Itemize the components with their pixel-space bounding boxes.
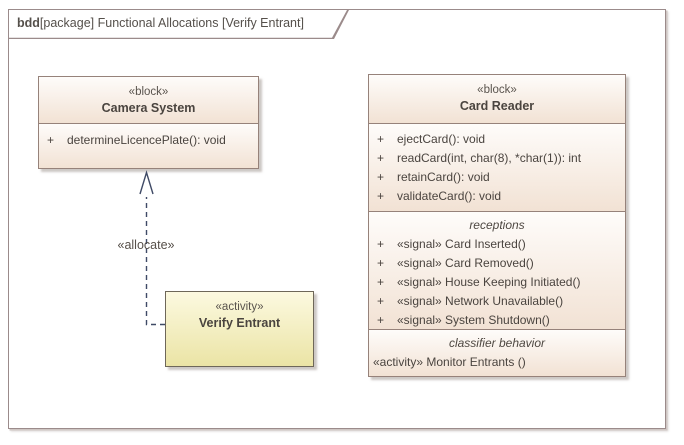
operation-row: + validateCard(): void [369,187,625,206]
operation-signature: retainCard(): void [397,170,490,184]
visibility-marker: + [377,237,385,251]
operation-signature: determineLicencePlate(): void [67,133,226,147]
operation-signature: ejectCard(): void [397,132,486,146]
card-reader-name: Card Reader [459,99,535,113]
visibility-marker: + [377,313,385,327]
camera-system-name: Camera System [101,101,196,115]
card-reader-classifier-behavior: classifier behavior «activity» Monitor E… [369,329,625,376]
operation-row: + readCard(int, char(8), *char(1)): int [369,149,625,168]
reception-row: + «signal» House Keeping Initiated() [369,273,625,292]
frame-title-keyword: bdd [17,16,40,30]
visibility-marker: + [47,133,55,147]
reception-row: + «signal» Card Removed() [369,254,625,273]
operation-signature: validateCard(): void [397,189,502,203]
reception-signature: «signal» System Shutdown() [397,313,550,327]
visibility-marker: + [377,275,385,289]
reception-row: + «signal» Card Inserted() [369,235,625,254]
frame-title: bdd[package] Functional Allocations [Ver… [17,16,304,30]
classifier-behavior-label: classifier behavior [448,336,546,350]
reception-signature: «signal» Card Removed() [397,256,534,270]
verify-entrant-name: Verify Entrant [198,316,281,330]
allocate-label[interactable]: «allocate» [117,238,175,252]
block-card-reader[interactable]: «block» Card Reader + ejectCard(): void … [368,74,626,377]
camera-system-header: «block» Camera System [39,77,258,123]
camera-system-stereotype: «block» [128,86,169,98]
operation-row: + ejectCard(): void [369,130,625,149]
reception-signature: «signal» Card Inserted() [397,237,526,251]
reception-signature: «signal» House Keeping Initiated() [397,275,581,289]
classifier-behavior-item: «activity» Monitor Entrants () [373,355,526,369]
operation-row: + determineLicencePlate(): void [39,131,258,150]
visibility-marker: + [377,189,385,203]
operation-row: + retainCard(): void [369,168,625,187]
visibility-marker: + [377,294,385,308]
card-reader-operations: + ejectCard(): void + readCard(int, char… [369,123,625,211]
card-reader-header: «block» Card Reader [369,75,625,123]
reception-signature: «signal» Network Unavailable() [397,294,564,308]
block-camera-system[interactable]: «block» Camera System + determineLicence… [38,76,259,169]
frame-tab-fill [9,10,347,38]
frame-title-rest: [package] Functional Allocations [Verify… [39,16,304,30]
activity-verify-entrant[interactable]: «activity» Verify Entrant [165,291,314,367]
visibility-marker: + [377,151,385,165]
reception-row: + «signal» System Shutdown() [369,311,625,330]
visibility-marker: + [377,132,385,146]
receptions-label: receptions [469,218,525,232]
visibility-marker: + [377,170,385,184]
verify-entrant-stereotype: «activity» [215,301,264,313]
visibility-marker: + [377,256,385,270]
card-reader-stereotype: «block» [477,84,517,96]
operation-signature: readCard(int, char(8), *char(1)): int [397,151,582,165]
card-reader-receptions: receptions + «signal» Card Inserted() + … [369,211,625,329]
frame-title-tab: bdd[package] Functional Allocations [Ver… [9,10,349,39]
reception-row: + «signal» Network Unavailable() [369,292,625,311]
camera-system-operations: + determineLicencePlate(): void [39,123,258,168]
